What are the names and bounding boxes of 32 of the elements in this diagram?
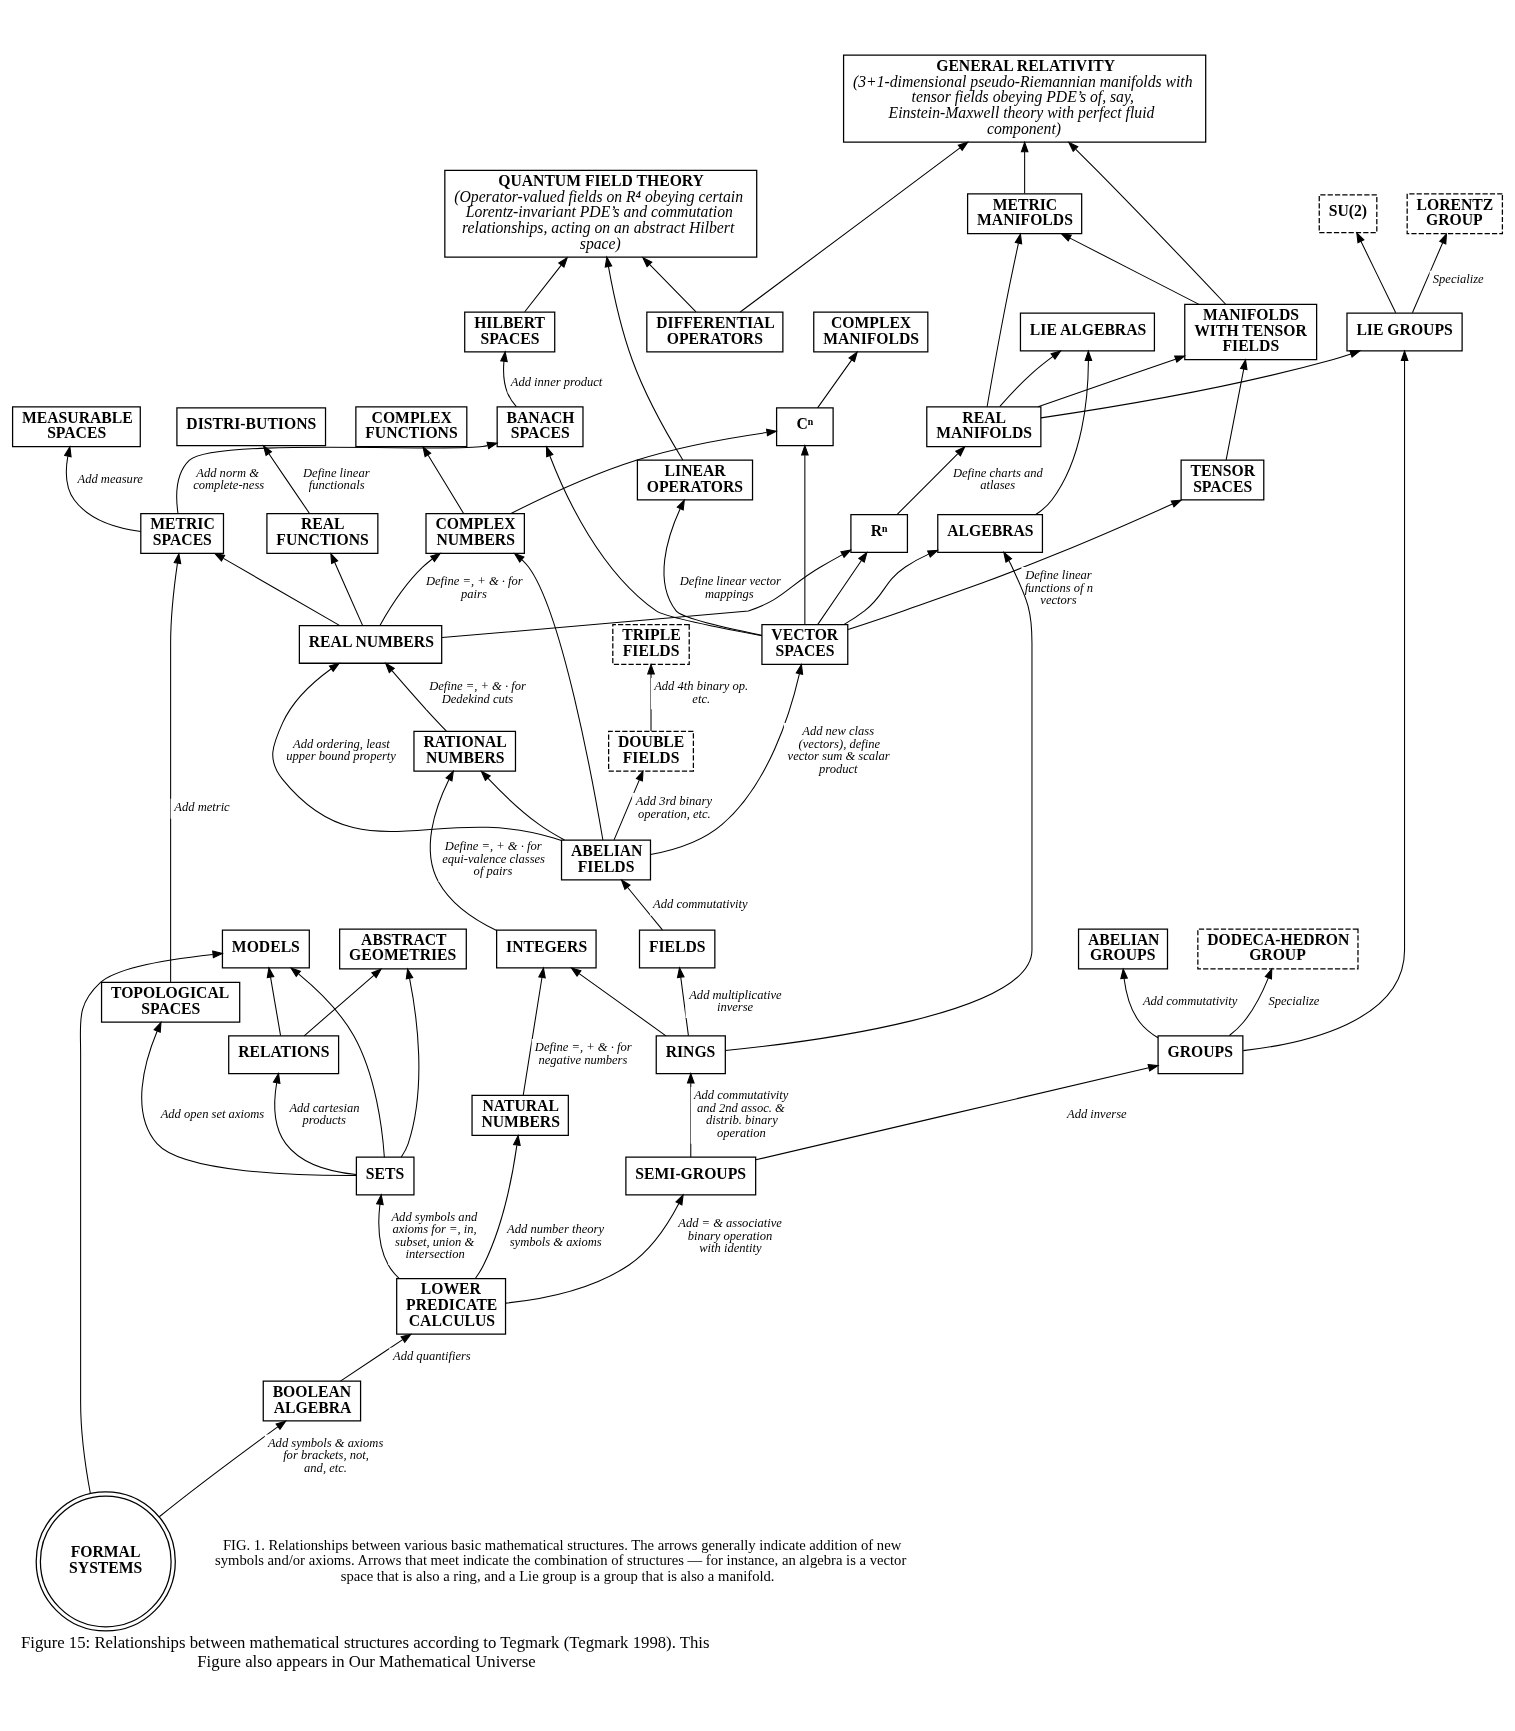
edge-label: Add symbols and axioms for =, in, subset, union & intersection: [391, 1209, 478, 1261]
edge-label: Add measure: [77, 471, 143, 486]
edge-label: Add commutativity and 2nd assoc. & distrib. binary operation: [693, 1087, 789, 1140]
edge-label: Add 3rd binary operation, etc.: [635, 793, 713, 821]
edge-label: Add commutativity: [653, 896, 748, 911]
edge-label: Define =, + & · for Dedekind cuts: [429, 678, 526, 706]
edge-label: Add norm & complete-ness: [193, 465, 265, 492]
label: FIG. 1. Relationships between various basic mathematical structures. The arrows generally indicate addition of new symbols and/or axioms. Arrows that meet indicate the combination of structures — for instance, an algebra is a vector space that is also a ring, and a Lie group is a group that is also a manifold.: [215, 1536, 907, 1584]
edge-label: Add = & associative binary operation with identity: [678, 1215, 782, 1255]
edge-label: Define linear functions of n vectors: [1024, 567, 1093, 607]
edge-label: Add quantifiers: [393, 1348, 471, 1363]
edge-label: Add ordering, least upper bound property: [286, 736, 396, 763]
edge-label: Define charts and atlases: [952, 465, 1043, 492]
edge-label: Add cartesian products: [289, 1100, 360, 1127]
edge-label: Add multiplicative inverse: [689, 987, 782, 1014]
edge-label: Define linear functionals: [303, 465, 370, 492]
edge-label: Add number theory symbols & axioms: [507, 1221, 604, 1249]
edge-label: Add metric: [174, 799, 230, 814]
edge-label: Add open set axioms: [160, 1106, 265, 1121]
edge-label: Add inner product: [510, 374, 603, 389]
edge-label: Define linear vector mappings: [679, 573, 781, 601]
edge-label: Add symbols & axioms for brackets, not, and, etc.: [267, 1435, 384, 1475]
edge-label: Define =, + & · for pairs: [425, 573, 523, 601]
edge-label: Define =, + & · for negative numbers: [534, 1039, 632, 1067]
edge-label: Specialize: [1432, 271, 1484, 286]
edge-label: Add inverse: [1067, 1106, 1127, 1121]
edge-label: Add 4th binary op. etc.: [654, 678, 749, 706]
edge-label: Define =, + & · for equi-valence classes of pairs: [442, 838, 545, 878]
edge-label: Add new class (vectors), define vector sum & scalar product: [787, 723, 890, 776]
edge-label: Specialize: [1268, 993, 1320, 1008]
caption: Figure 15: Relationships between mathematical structures according to Tegmark (Tegmark 1998). This Figure also appears in Our Mathematical Universe: [20, 1632, 710, 1671]
edge-label: Add commutativity: [1142, 993, 1238, 1008]
